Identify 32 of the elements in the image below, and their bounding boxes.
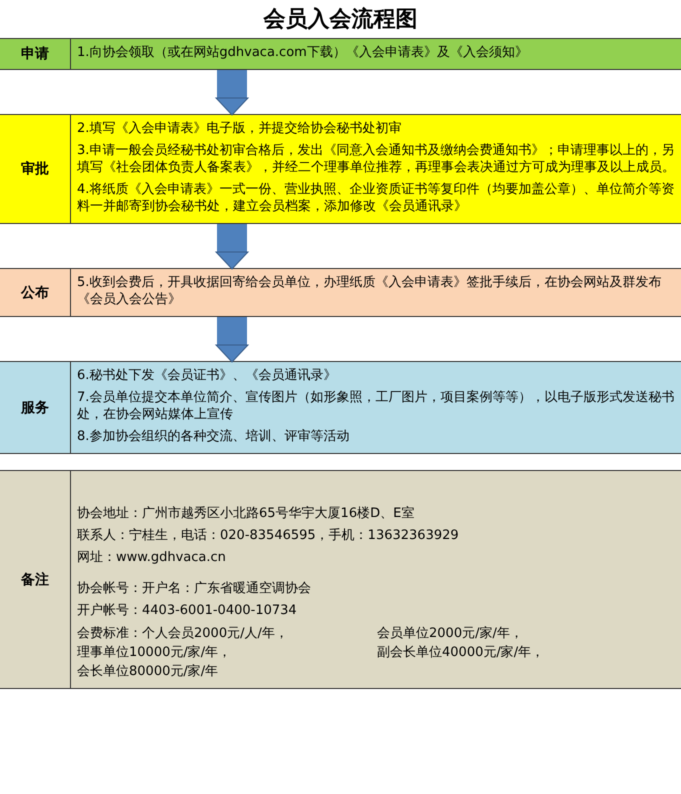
step-text: 网址：www.gdhvaca.cn	[77, 549, 227, 566]
step-text: 开户帐号：4403-6001-0400-10734	[77, 602, 298, 619]
step-text: 理事单位10000元/家/年，	[77, 644, 232, 661]
stage-row	[0, 114, 681, 224]
step-text: 4.将纸质《入会申请表》一式一份、营业执照、企业资质证书等复印件（均要加盖公章）、单位简介等资料一并邮寄到协会秘书处，建立会员档案，添加修改《会员通讯录》	[77, 181, 675, 215]
step-text: 5.收到会费后，开具收据回寄给会员单位，办理纸质《入会申请表》签批手续后，在协会网站及群发布《会员入会公告》	[77, 274, 662, 308]
block-arrow	[216, 70, 248, 116]
stage-row	[0, 361, 681, 454]
step-text: 会费标准：个人会员2000元/人/年，	[77, 625, 289, 642]
step-text: 会员单位2000元/家/年，	[377, 625, 524, 642]
stage-heading: 审批	[21, 160, 49, 178]
step-text: 2.填写《入会申请表》电子版，并提交给协会秘书处初审	[77, 120, 402, 137]
step-text: 3.申请一般会员经秘书处初审合格后，发出《同意入会通知书及缴纳会费通知书》；申请理事以上的，另填写《社会团体负责人备案表》，并经二个理事单位推荐，再理事会表决通过方可成为理事及以上成员。	[77, 142, 675, 176]
step-text: 7.会员单位提交本单位简介、宣传图片（如形象照，工厂图片，项目案例等等），以电子版形式发送秘书处，在协会网站媒体上宣传	[77, 389, 675, 423]
diagram-title: 会员入会流程图	[264, 6, 418, 34]
step-text: 1.向协会领取（或在网站gdhvaca.com下载）《入会申请表》及《入会须知》	[77, 44, 529, 61]
step-text: 6.秘书处下发《会员证书》、《会员通讯录》	[77, 367, 338, 384]
step-text: 8.参加协会组织的各种交流、培训、评审等活动	[77, 428, 350, 445]
step-text: 副会长单位40000元/家/年，	[377, 644, 546, 661]
stage-heading: 申请	[21, 45, 49, 63]
stage-row	[0, 38, 681, 70]
stage-row	[0, 268, 681, 317]
step-text: 协会地址：广州市越秀区小北路65号华宇大厦16楼D、E室	[77, 505, 416, 522]
stage-heading: 服务	[21, 398, 49, 416]
step-text: 协会帐号：开户名：广东省暖通空调协会	[77, 580, 312, 597]
step-text: 会长单位80000元/家/年	[77, 663, 220, 680]
stage-heading: 公布	[21, 284, 49, 302]
block-arrow	[216, 317, 248, 363]
block-arrow	[216, 224, 248, 270]
step-text: 联系人：宁桂生，电话：020-83546595，手机：13632363929	[77, 527, 460, 544]
stage-row	[0, 470, 681, 689]
stage-heading: 备注	[21, 570, 49, 588]
